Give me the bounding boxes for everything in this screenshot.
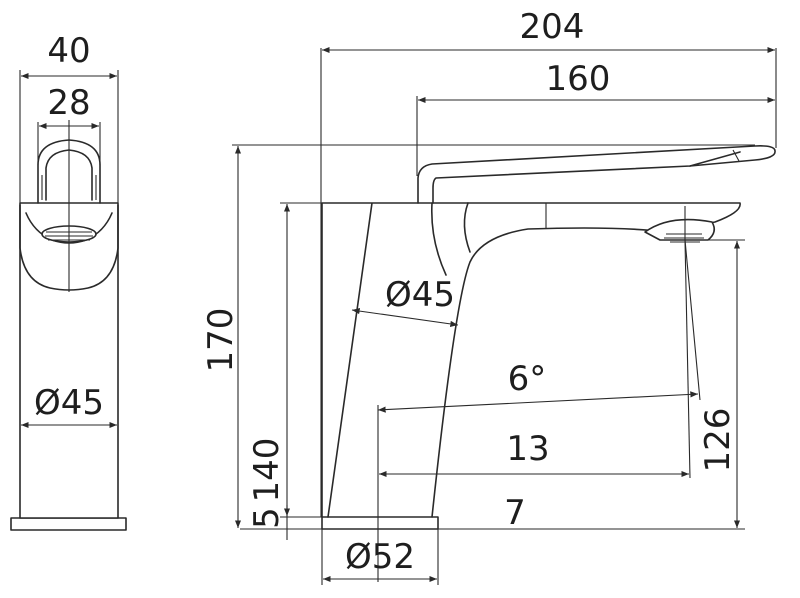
side-dim-inner-label: 28 bbox=[47, 83, 90, 123]
front-handle-tip bbox=[689, 151, 741, 167]
front-dim-overall-label: 204 bbox=[520, 7, 585, 47]
front-dim-handle-label: 160 bbox=[546, 59, 611, 99]
front-dim-reach-label: 13 bbox=[506, 429, 549, 469]
side-dim-diameter-label: Ø45 bbox=[34, 383, 104, 423]
side-base-plate bbox=[10, 517, 127, 531]
front-base-plate bbox=[321, 516, 439, 530]
front-dim-body-diameter-line bbox=[351, 308, 459, 327]
front-angle-ref-line bbox=[684, 239, 701, 401]
front-handle bbox=[417, 145, 776, 204]
front-dim-height-label: 170 bbox=[201, 308, 241, 373]
front-dim-base-label: 5 bbox=[247, 507, 287, 529]
front-dim-angle-line bbox=[377, 391, 699, 413]
front-aerator bbox=[644, 218, 716, 241]
front-body bbox=[321, 202, 741, 518]
front-dim-body-diameter-label: Ø45 bbox=[385, 275, 455, 315]
front-spout-curve bbox=[463, 202, 471, 253]
front-dim-offset-label: 7 bbox=[504, 493, 526, 533]
front-handle-tip-mark bbox=[732, 149, 740, 162]
front-dim-base-diameter-label: Ø52 bbox=[345, 537, 415, 577]
front-vertical-ref-line bbox=[684, 239, 691, 479]
front-view: 204 160 170 140 5 Ø45 6° 13 126 bbox=[201, 7, 777, 585]
side-dim-top-label: 40 bbox=[47, 31, 90, 71]
front-body-left-inner bbox=[430, 202, 447, 276]
side-view: 40 28 Ø45 bbox=[10, 31, 127, 531]
front-dim-angle-label: 6° bbox=[508, 359, 547, 399]
front-dim-body-height-label: 140 bbox=[247, 438, 287, 503]
front-dim-spout-height-label: 126 bbox=[698, 408, 738, 473]
